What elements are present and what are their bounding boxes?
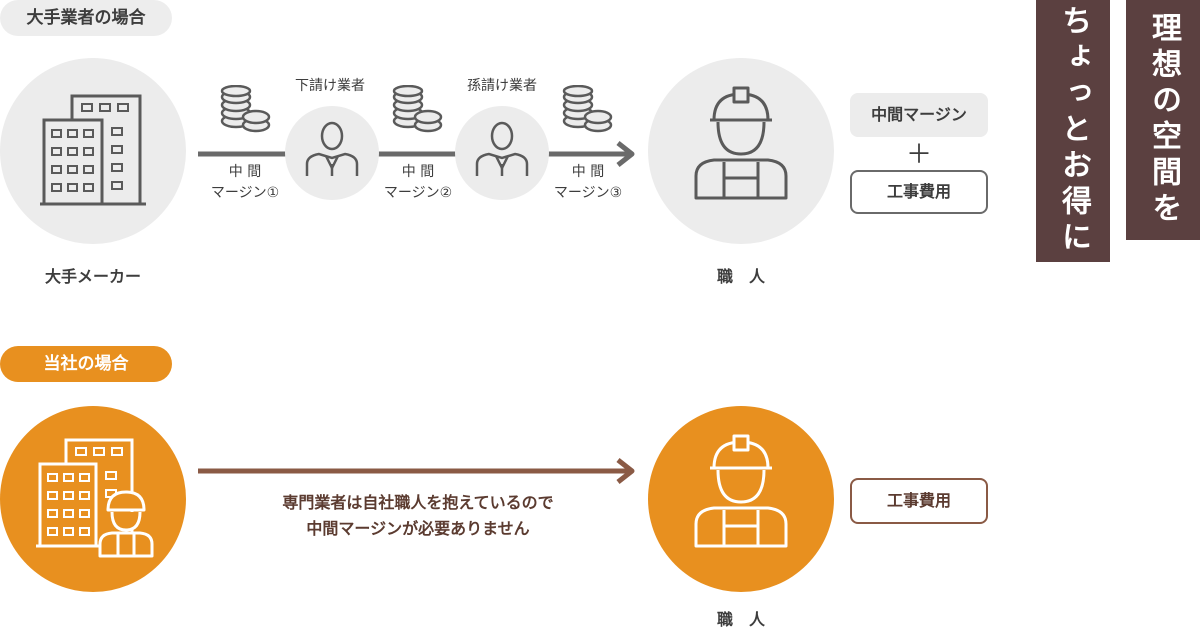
note-line-2: 中間マージンが必要ありません — [306, 519, 530, 538]
margin-3-bottom: マージン③ — [553, 185, 623, 201]
maker-circle — [0, 58, 186, 244]
section-badge-ours: 当社の場合 — [0, 346, 172, 382]
craftsman-label-top: 職 人 — [716, 267, 765, 286]
no-margin-note: 専門業者は自社職人を抱えているので 中間マージンが必要ありません — [198, 490, 638, 542]
plus-sign: ＋ — [905, 140, 932, 170]
craftsman-circle-top — [648, 58, 834, 244]
margin-3-top: 中 間 — [571, 164, 605, 180]
coins-icon — [562, 85, 613, 133]
building-icon — [40, 94, 146, 206]
margin-2-top: 中 間 — [401, 164, 435, 180]
subcontractor-circle — [285, 106, 379, 200]
banner-right: 理想の空間を — [1126, 0, 1200, 240]
note-line-1: 専門業者は自社職人を抱えているので — [282, 493, 554, 512]
worker-helmet-icon — [694, 434, 788, 548]
businessman-icon — [305, 121, 359, 176]
cost-margin-box: 中間マージン — [850, 93, 988, 137]
margin-1-label: 中 間 マージン① — [200, 162, 290, 204]
banner-right-text: 理想の空間を — [1146, 12, 1181, 228]
banner-left: ちょっとお得に — [1036, 0, 1110, 262]
flow-arrow-bottom — [198, 458, 635, 484]
coins-icon — [220, 85, 271, 133]
section-badge-large: 大手業者の場合 — [0, 0, 172, 36]
margin-1-top: 中 間 — [228, 164, 262, 180]
banner-left-text: ちょっとお得に — [1056, 5, 1091, 257]
building-worker-icon — [36, 438, 154, 558]
flow-arrow-top — [198, 141, 635, 167]
businessman-icon — [475, 121, 529, 176]
sub-subcontractor-label: 孫請け業者 — [467, 78, 537, 94]
company-circle — [0, 406, 186, 592]
margin-2-bottom: マージン② — [383, 185, 453, 201]
subcontractor-label: 下請け業者 — [295, 78, 365, 94]
maker-label: 大手メーカー — [44, 267, 141, 286]
margin-3-label: 中 間 マージン③ — [543, 162, 633, 204]
cost-work-box-bottom: 工事費用 — [850, 478, 988, 524]
worker-helmet-icon — [694, 86, 788, 200]
margin-1-bottom: マージン① — [210, 185, 280, 201]
margin-2-label: 中 間 マージン② — [373, 162, 463, 204]
craftsman-circle-bottom — [648, 406, 834, 592]
sub-subcontractor-circle — [455, 106, 549, 200]
cost-work-box-top: 工事費用 — [850, 170, 988, 214]
craftsman-label-bottom: 職 人 — [716, 610, 765, 629]
coins-icon — [392, 85, 443, 133]
